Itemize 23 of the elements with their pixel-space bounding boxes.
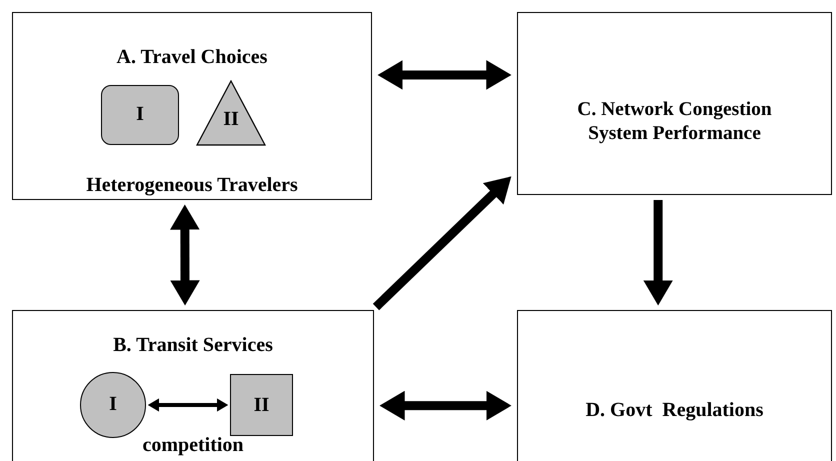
arrow (380, 390, 512, 420)
panel-title: A. Travel Choices (116, 45, 268, 70)
panel-box (517, 12, 832, 195)
panel-box (12, 12, 372, 200)
triangle-shape (196, 80, 266, 146)
panel-title: C. Network Congestion System Performance (576, 98, 773, 146)
panel-title: D. Govt Regulations (584, 398, 764, 423)
shape-label: I (108, 392, 118, 417)
arrow (148, 398, 228, 412)
arrow (378, 60, 512, 90)
shape-label: II (252, 393, 270, 418)
panel-caption: Heterogeneous Travelers (85, 173, 299, 198)
panel-box (12, 310, 374, 461)
shape-label: II (222, 107, 240, 132)
panel-title: B. Transit Services (112, 333, 274, 358)
square-box (230, 374, 293, 436)
panel-caption: competition (141, 433, 245, 458)
shape-label: I (135, 102, 145, 127)
arrow (643, 200, 673, 306)
panel-box (517, 310, 832, 461)
arrow (372, 176, 512, 310)
rounded-box (101, 85, 179, 145)
arrow (170, 204, 200, 306)
